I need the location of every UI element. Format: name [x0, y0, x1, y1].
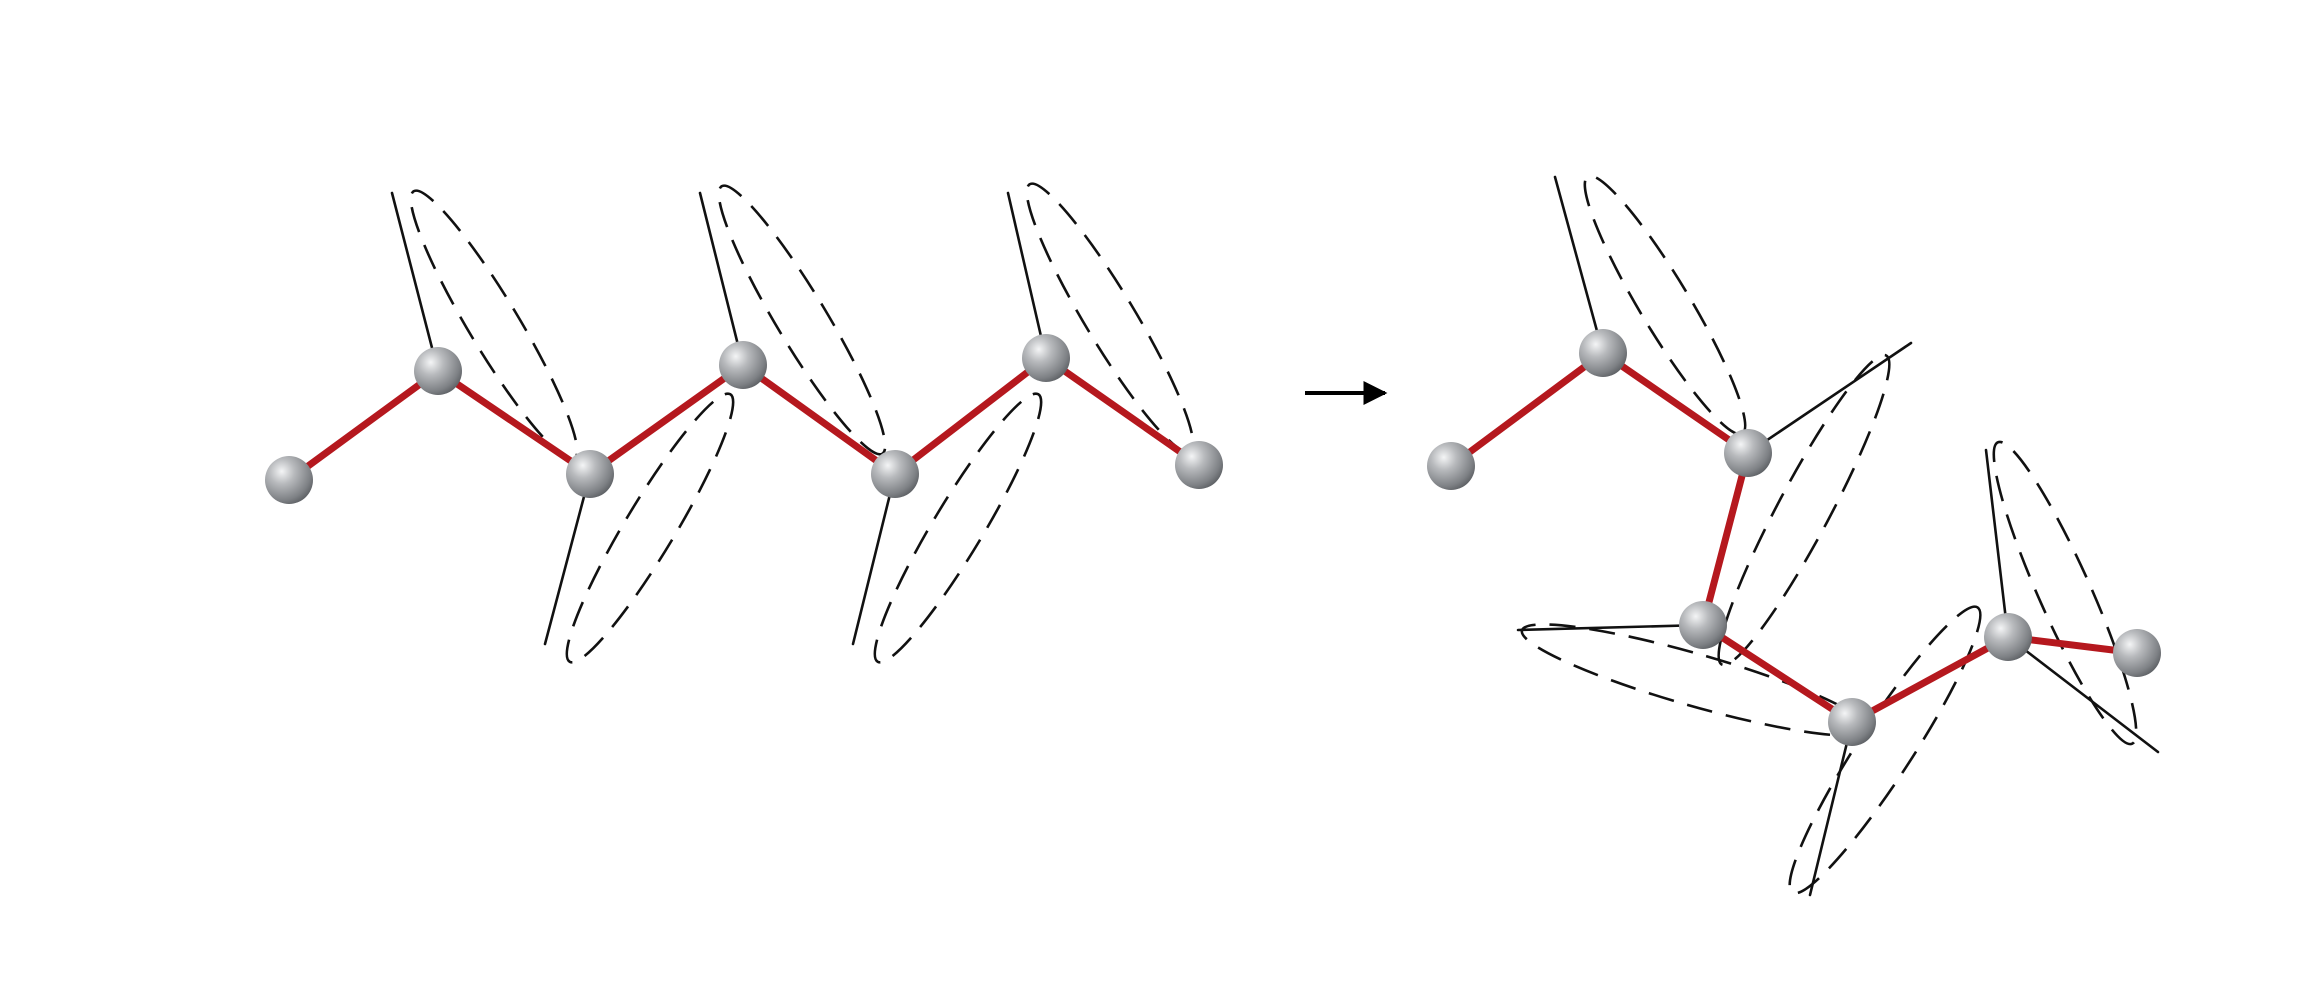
bond [586, 361, 747, 478]
rotation-cone [1788, 605, 1982, 897]
bond [1848, 633, 2012, 726]
atom [414, 347, 462, 395]
atom [1679, 601, 1727, 649]
bond [1599, 349, 1752, 457]
rotation-cone [851, 392, 1043, 664]
rotation-cone [1006, 182, 1195, 454]
bond [891, 354, 1050, 478]
atom [1828, 698, 1876, 746]
atom [1724, 429, 1772, 477]
right-bonds [1447, 349, 2141, 726]
atom [1579, 329, 1627, 377]
left-atoms [265, 334, 1223, 504]
atom [265, 456, 313, 504]
bond [285, 367, 442, 484]
rotation-cone [390, 189, 579, 461]
rotation-cone [1553, 174, 1747, 436]
bond [1042, 354, 1203, 469]
bond [1699, 449, 1752, 629]
right-cones [1516, 174, 2160, 897]
atom [719, 341, 767, 389]
bond [1699, 621, 1856, 726]
left-chain [265, 182, 1223, 664]
atom [566, 450, 614, 498]
rotation-cone [1984, 440, 2160, 754]
atom [871, 450, 919, 498]
left-bonds [285, 354, 1203, 484]
bond [434, 367, 594, 478]
atom [1175, 441, 1223, 489]
bond [1447, 349, 1607, 470]
rotation-cone [1717, 341, 1913, 667]
right-atoms [1427, 329, 2161, 746]
right-chain [1427, 174, 2161, 897]
atom [2113, 629, 2161, 677]
atom [1984, 613, 2032, 661]
rotation-cone [698, 184, 887, 456]
atom [1427, 442, 1475, 490]
rotation-cone [543, 392, 735, 664]
atom [1022, 334, 1070, 382]
bond [739, 361, 899, 478]
